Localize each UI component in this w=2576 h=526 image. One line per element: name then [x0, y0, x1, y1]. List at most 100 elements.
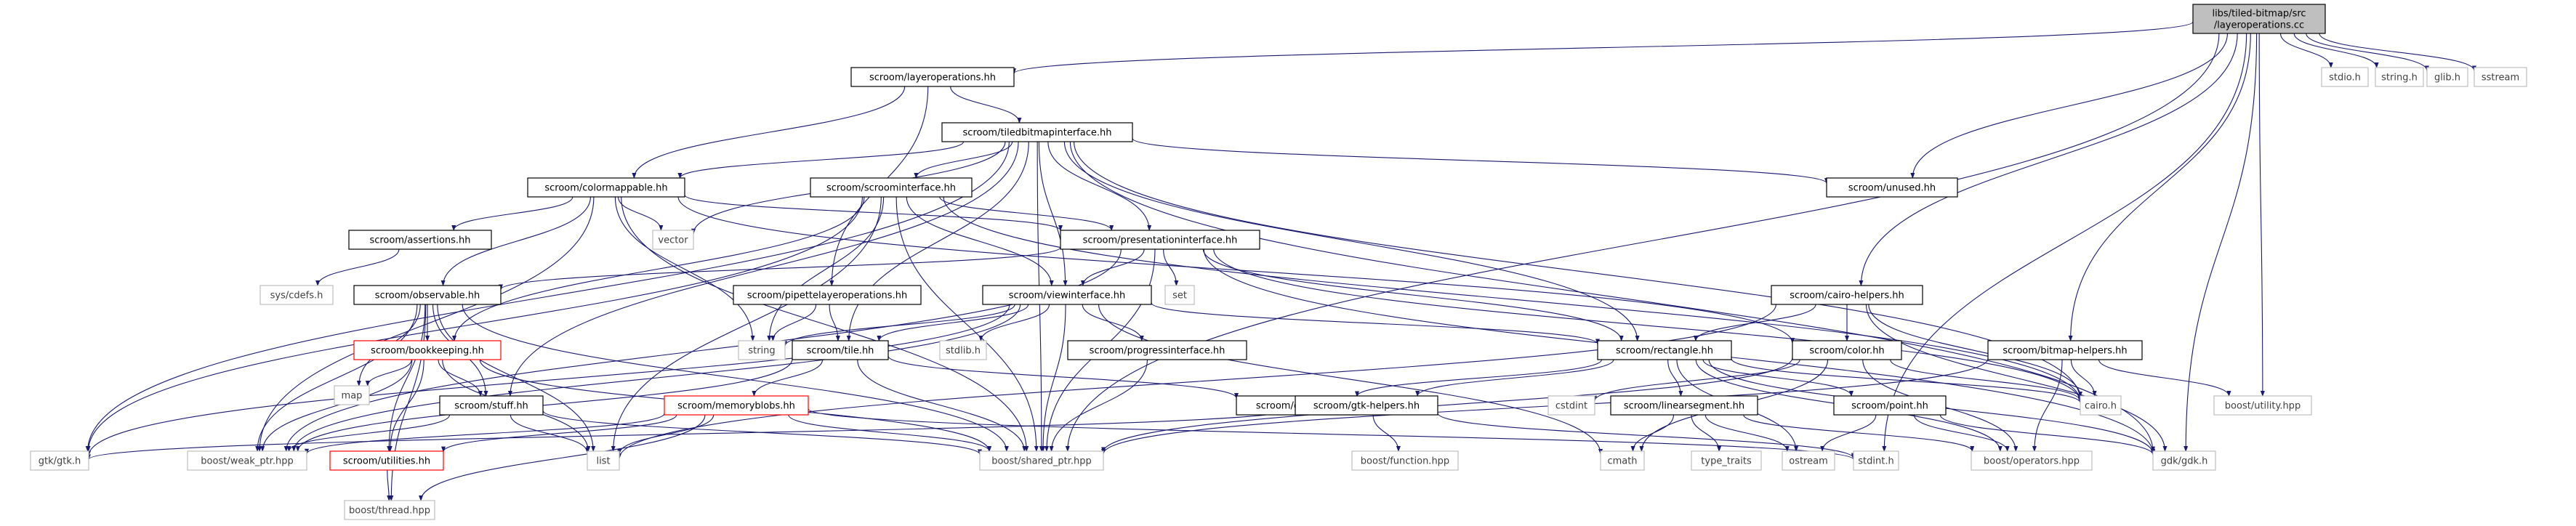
edge-memoryblobs-to-weakptr	[305, 413, 665, 455]
node-label-sharedptr: boost/shared_ptr.hpp	[991, 456, 1092, 467]
node-label-boostutility: boost/utility.hpp	[2225, 401, 2301, 412]
edge-root-to-glib	[2306, 33, 2429, 72]
node-ostream: ostream	[1782, 450, 1835, 471]
node-box-unused	[1826, 177, 1958, 198]
edge-root-to-stdio	[2279, 33, 2333, 68]
edge-memoryblobs-to-sharedptr	[788, 414, 992, 452]
node-stuff[interactable]: scroom/stuff.hh	[439, 395, 544, 416]
node-stdint: stdint.h	[1853, 450, 1899, 471]
edge-tbi-to-colormappable	[677, 141, 965, 179]
node-boostutility: boost/utility.hpp	[2213, 395, 2312, 416]
node-viewinterface[interactable]: scroom/viewinterface.hh	[982, 285, 1152, 305]
edge-colormappable-to-vector	[618, 196, 664, 231]
edge-viewinterface-to-sharedptr	[1041, 304, 1066, 452]
node-box-utilities	[329, 450, 444, 471]
node-label-point: scroom/point.hh	[1851, 401, 1928, 412]
node-tile[interactable]: scroom/tile.hh	[792, 340, 889, 360]
node-assertions[interactable]: scroom/assertions.hh	[348, 230, 492, 250]
edge-scroominterface-to-string	[767, 196, 885, 341]
edge-presentation-to-rectangle	[1202, 248, 1624, 341]
node-bookkeeping[interactable]: scroom/bookkeeping.hh	[353, 340, 502, 360]
node-label-viewinterface: scroom/viewinterface.hh	[1009, 291, 1125, 302]
node-box-typetraits	[1691, 450, 1762, 471]
node-label-cstdint: cstdint	[1555, 401, 1587, 412]
node-presentation[interactable]: scroom/presentationinterface.hh	[1060, 230, 1260, 250]
edge-bookkeeping-to-map	[365, 359, 412, 387]
node-label-linearsegment: scroom/linearsegment.hh	[1624, 401, 1744, 412]
edge-bitmaphelpers-to-boostutility	[2098, 359, 2231, 397]
edge-observable-to-utilities	[387, 304, 426, 452]
node-color[interactable]: scroom/color.hh	[1792, 340, 1902, 360]
edge-color-to-cstdint	[1593, 359, 1800, 402]
node-scroominterface[interactable]: scroom/scroominterface.hh	[810, 177, 973, 198]
node-label-root: libs/tiled-bitmap/src	[2212, 9, 2306, 20]
node-cstdint: cstdint	[1547, 395, 1595, 416]
node-bitmaphelpers[interactable]: scroom/bitmap-helpers.hh	[1987, 340, 2143, 360]
edge-root-to-layerops	[1012, 21, 2194, 75]
edge-tbi-to-scroominterface	[914, 141, 1013, 179]
node-gtkhelpers[interactable]: scroom/gtk-helpers.hh	[1295, 395, 1438, 416]
edge-tbi-to-tile	[846, 141, 1029, 341]
node-box-vector	[652, 230, 694, 250]
node-box-glib	[2426, 67, 2468, 87]
node-point[interactable]: scroom/point.hh	[1833, 395, 1947, 416]
edge-tile-to-weakptr	[295, 359, 793, 452]
edge-bitmaphelpers-to-cairo	[2070, 359, 2097, 397]
node-label-typetraits: type_traits	[1701, 456, 1752, 467]
node-rectangle[interactable]: scroom/rectangle.hh	[1597, 340, 1732, 360]
node-box-observable	[353, 285, 502, 305]
node-label-bitmaphelpers: scroom/bitmap-helpers.hh	[2003, 346, 2127, 357]
edge-gtkhelpers-to-boostfunction	[1372, 414, 1401, 452]
edge-bookkeeping-to-stuff	[438, 359, 483, 397]
edge-point-to-ostream	[1820, 414, 1877, 452]
node-box-sharedptr	[979, 450, 1104, 471]
node-progress[interactable]: scroom/progressinterface.hh	[1067, 340, 1247, 360]
node-stdlib: stdlib.h	[939, 340, 987, 360]
node-sstream: sstream	[2474, 67, 2527, 87]
node-box-syscdefs	[259, 285, 334, 305]
node-box-color	[1792, 340, 1902, 360]
node-linearsegment[interactable]: scroom/linearsegment.hh	[1610, 395, 1758, 416]
edge-colormappable-to-sharedptr	[621, 196, 1029, 452]
edge-scroominterface-to-sharedptr	[895, 196, 1039, 452]
node-cmath: cmath	[1600, 450, 1645, 471]
node-box-bitmaphelpers	[1987, 340, 2143, 360]
node-box-cmath	[1600, 450, 1645, 471]
edge-root-to-sharedptr	[1065, 33, 2220, 452]
node-box-ostream	[1782, 450, 1835, 471]
node-stdio: stdio.h	[2321, 67, 2369, 87]
node-label-weakptr: boost/weak_ptr.hpp	[201, 456, 293, 467]
node-cairo: cairo.h	[2080, 395, 2122, 416]
node-label-utilities: scroom/utilities.hh	[343, 456, 430, 467]
node-box-string_h	[2375, 67, 2424, 87]
edge-cairohelpers-to-list	[617, 304, 1776, 460]
edge-scroominterface-to-gtk	[86, 196, 863, 452]
node-label-rectangle: scroom/rectangle.hh	[1616, 346, 1713, 357]
node-box-list	[587, 450, 620, 471]
node-label-tile: scroom/tile.hh	[807, 346, 874, 357]
edge-tile-to-memoryblobs	[752, 359, 824, 397]
edge-root-to-boostutility	[2258, 33, 2265, 397]
node-pipette[interactable]: scroom/pipettelayeroperations.hh	[733, 285, 922, 305]
node-label-glib: glib.h	[2434, 73, 2460, 84]
node-label-observable: scroom/observable.hh	[375, 291, 480, 302]
node-root[interactable]: libs/tiled-bitmap/src/layeroperations.cc	[2192, 4, 2326, 34]
node-observable[interactable]: scroom/observable.hh	[353, 285, 502, 305]
edge-cairohelpers-to-gdk	[1865, 304, 2168, 452]
node-label-cmath: cmath	[1607, 456, 1637, 467]
node-label-vector: vector	[658, 235, 688, 246]
node-box-set	[1164, 285, 1195, 305]
node-box-point	[1833, 395, 1947, 416]
node-memoryblobs[interactable]: scroom/memoryblobs.hh	[664, 395, 809, 416]
node-tbi[interactable]: scroom/tiledbitmapinterface.hh	[941, 122, 1133, 142]
node-cairohelpers[interactable]: scroom/cairo-helpers.hh	[1771, 285, 1923, 305]
edge-colormappable-to-assertions	[451, 196, 573, 231]
edge-root-to-sstream	[2319, 33, 2476, 72]
node-utilities[interactable]: scroom/utilities.hh	[329, 450, 444, 471]
node-colormappable[interactable]: scroom/colormappable.hh	[527, 177, 685, 198]
edge-cairohelpers-to-cairo	[1868, 304, 2082, 397]
node-layerops[interactable]: scroom/layeroperations.hh	[850, 67, 1015, 87]
edge-colormappable-to-presentation	[684, 194, 1063, 232]
edge-layerops-to-tbi	[950, 86, 1022, 124]
node-unused[interactable]: scroom/unused.hh	[1826, 177, 1958, 198]
